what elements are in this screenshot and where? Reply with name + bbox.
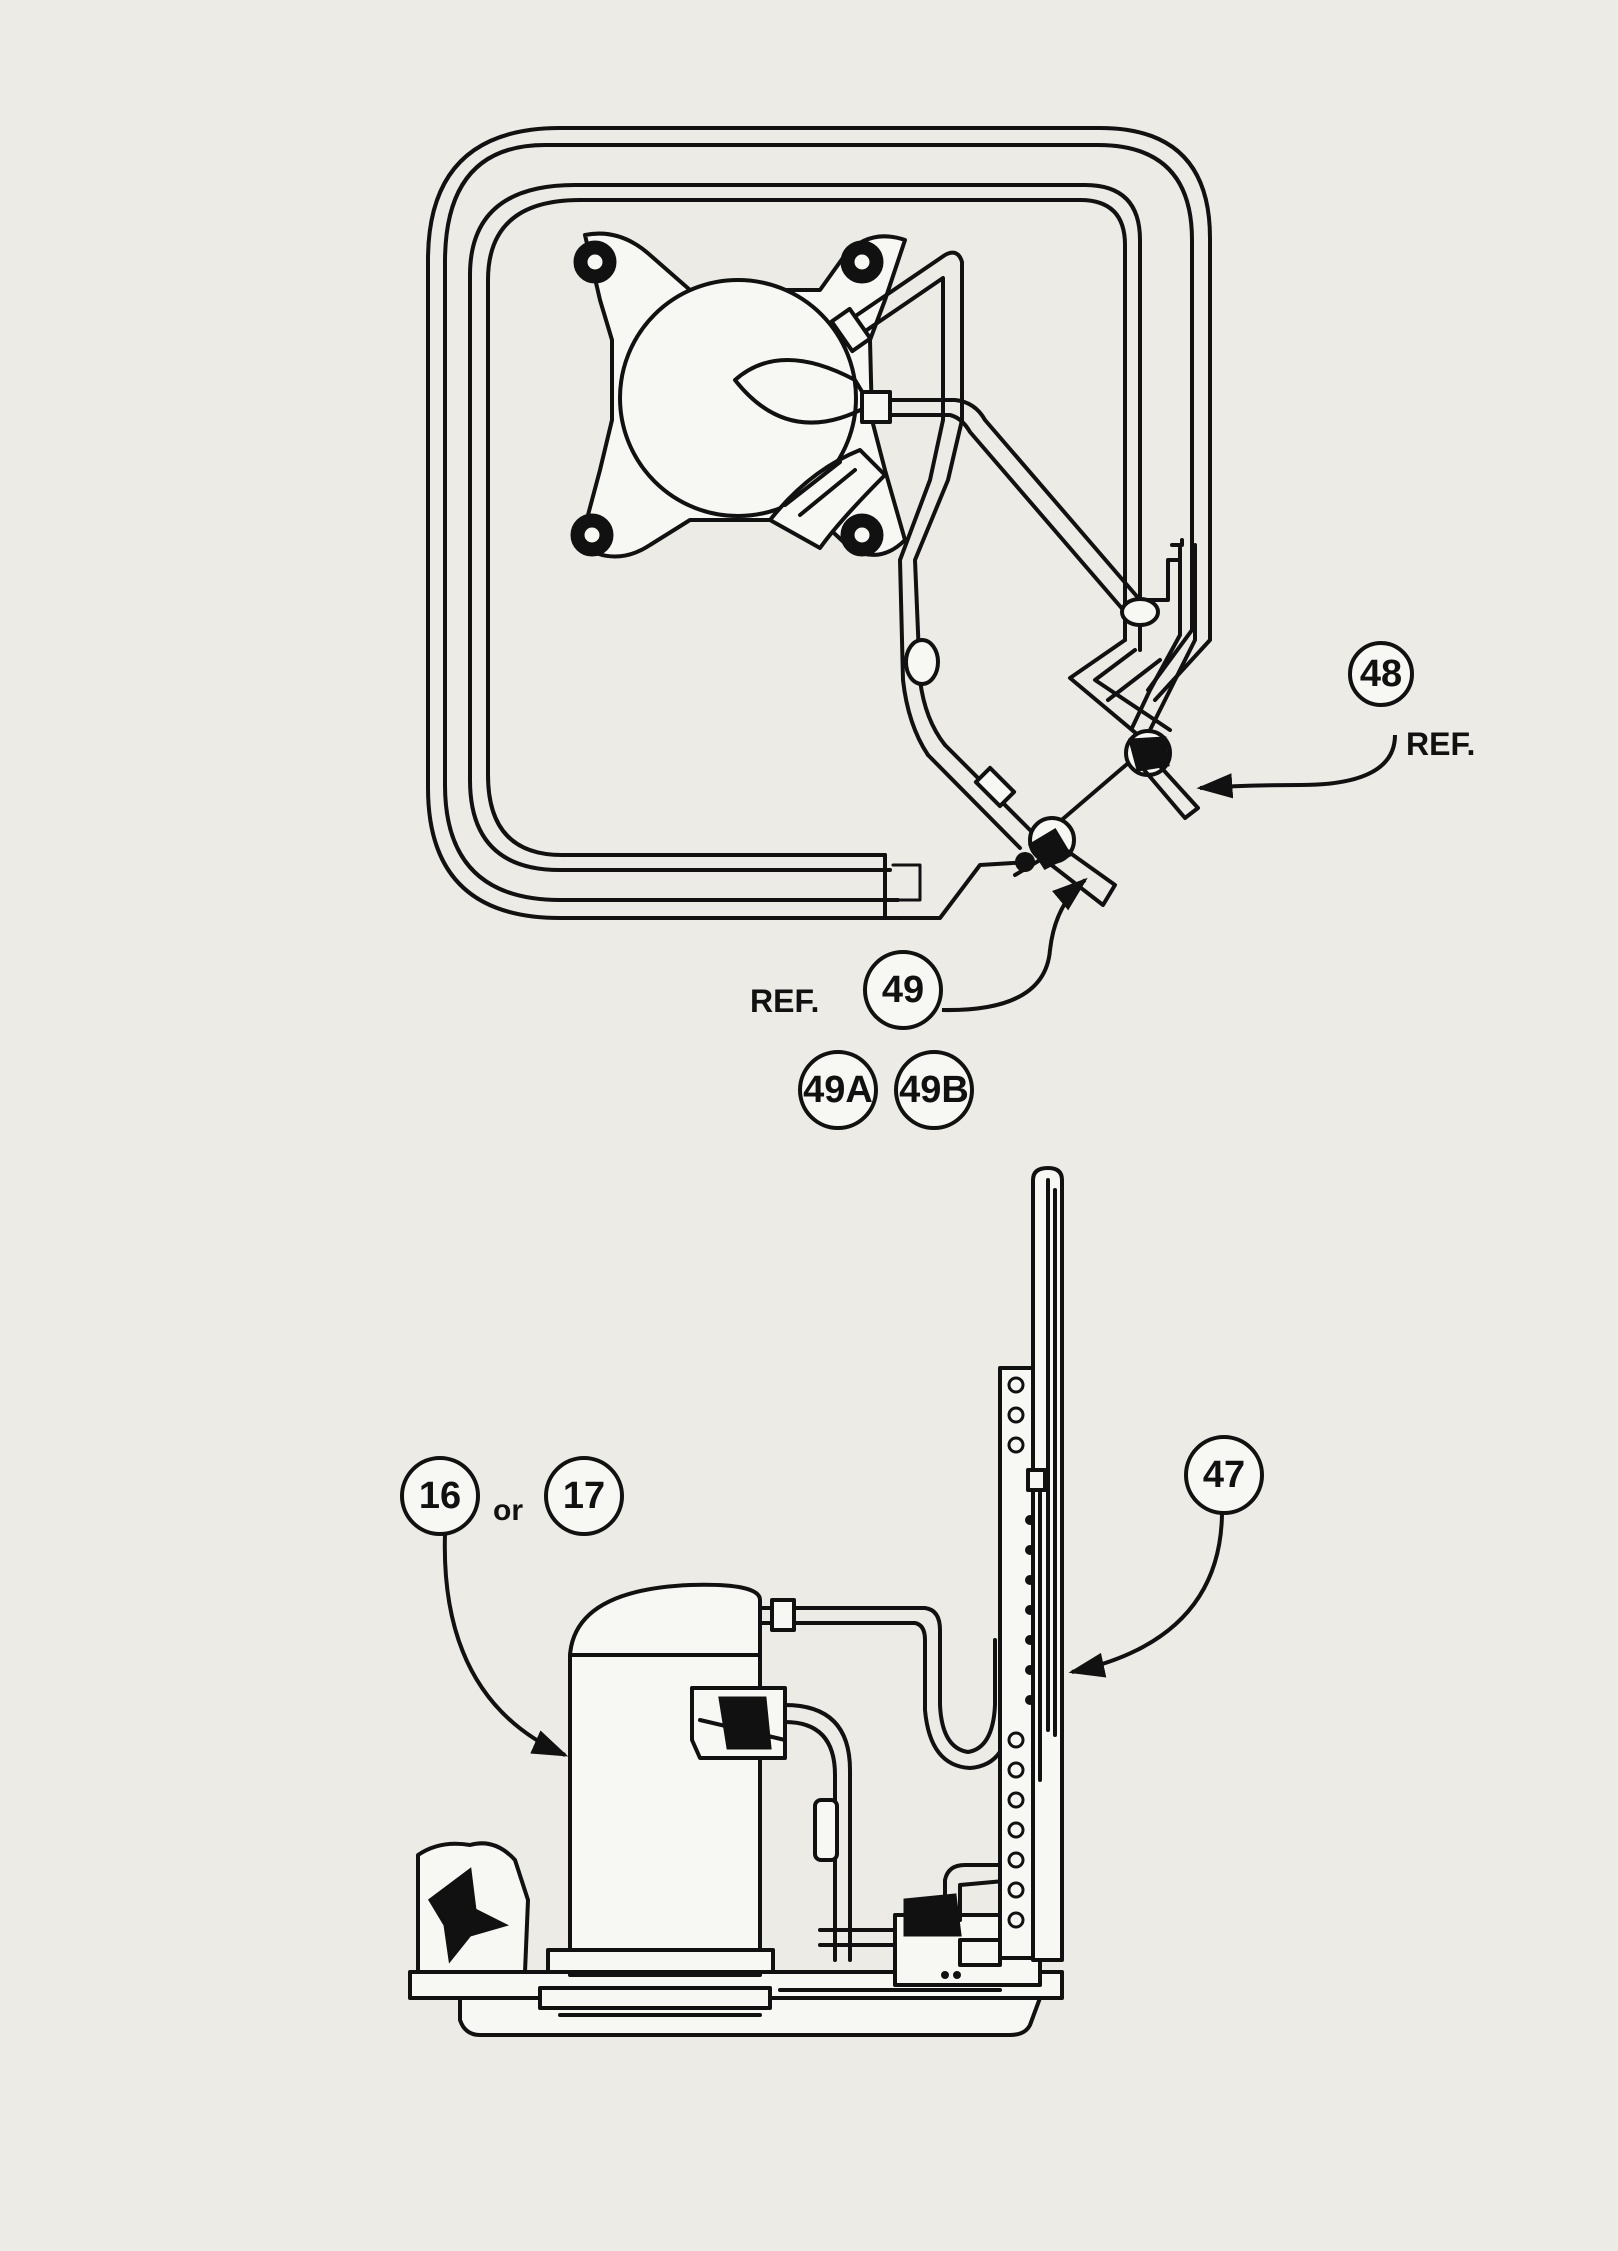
panel-hole: [1007, 1911, 1025, 1929]
panel-hole: [1007, 1791, 1025, 1809]
callout-48: 48: [1348, 641, 1414, 707]
callout-49b-text: 49B: [899, 1069, 969, 1111]
panel-hole: [1007, 1851, 1025, 1869]
panel-rivet: [1025, 1515, 1035, 1525]
callout-48-text: 48: [1360, 653, 1402, 695]
callout-49: 49: [863, 950, 943, 1030]
callout-16: 16: [400, 1456, 480, 1536]
panel-holes: [1007, 1376, 1035, 1929]
panel-rivet: [1025, 1605, 1035, 1615]
panel-rivet: [1025, 1635, 1035, 1645]
leader-47: [1068, 1513, 1224, 1678]
leader-16-17: [442, 1533, 569, 1757]
panel-hole: [1007, 1881, 1025, 1899]
panel-hole: [1007, 1376, 1025, 1394]
side-view: 16 or 17 47: [400, 1166, 1264, 2037]
compressor-shell: [546, 1582, 787, 1977]
panel-hole: [1007, 1731, 1025, 1749]
or-label: or: [493, 1494, 523, 1527]
callout-49a-text: 49A: [803, 1069, 873, 1111]
panel-rivet: [1025, 1665, 1035, 1675]
left-bracket: [416, 1841, 530, 1974]
side-base: [408, 1970, 1064, 2037]
service-valves: [1013, 729, 1200, 907]
top-view: 48 REF. 49 REF. 49A 49B: [426, 126, 1475, 1130]
base-pan-outline: [426, 126, 1212, 920]
compressor-top-mount: [570, 231, 907, 559]
callout-49-text: 49: [882, 969, 924, 1011]
callout-49a: 49A: [798, 1050, 878, 1130]
ref-label-49: REF.: [750, 983, 819, 1019]
panel-hole: [1007, 1821, 1025, 1839]
vertical-control-panel: [998, 1166, 1064, 1962]
panel-hole: [1007, 1761, 1025, 1779]
panel-hole: [1007, 1436, 1025, 1454]
leader-49: [941, 877, 1088, 1013]
ref-label-48: REF.: [1406, 726, 1475, 762]
panel-rivet: [1025, 1545, 1035, 1555]
top-view-piping: [829, 250, 1197, 850]
callout-47: 47: [1184, 1435, 1264, 1515]
callout-17-text: 17: [563, 1475, 605, 1517]
callout-49b: 49B: [894, 1050, 974, 1130]
side-piping: [758, 1598, 1012, 1962]
panel-hole: [1007, 1406, 1025, 1424]
leader-48: [1196, 734, 1397, 799]
panel-rivet: [1025, 1695, 1035, 1705]
panel-rivet: [1025, 1575, 1035, 1585]
callout-17: 17: [544, 1456, 624, 1536]
callout-16-text: 16: [419, 1475, 461, 1517]
callout-47-text: 47: [1203, 1454, 1245, 1496]
